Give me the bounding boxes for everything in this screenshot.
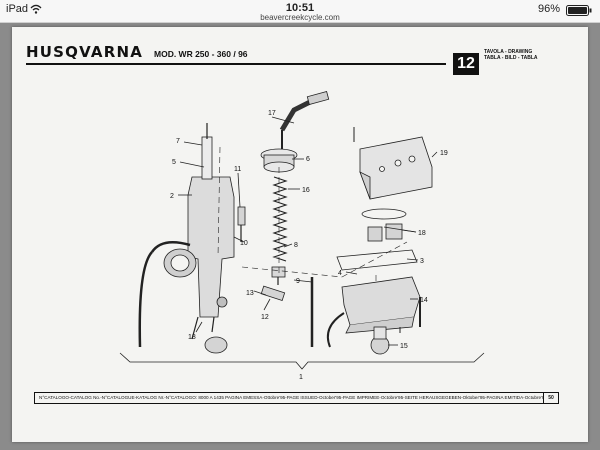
part-callout: 18 [188, 334, 196, 341]
status-bar: iPad 10:51 beavercreekcycle.com 96% [0, 0, 600, 23]
part-callout: 18 [418, 230, 426, 237]
part-callout: 13 [246, 290, 254, 297]
part-callout: 2 [170, 193, 174, 200]
battery-percentage: 96% [537, 3, 560, 15]
table-label-line: TAVOLA - DRAWING [484, 49, 533, 55]
brand-title: HUSQVARNA [26, 43, 144, 61]
catalog-page: HUSQVARNA MOD. WR 250 - 360 / 96 12 TAVO… [12, 27, 588, 442]
table-number-badge: 12 [453, 53, 479, 75]
part-callout: 8 [294, 242, 298, 249]
part-callout: 10 [240, 240, 248, 247]
part-callout: 19 [440, 150, 448, 157]
catalog-footer: N°CATALOGO-CATALOG No.-N°CATALOGUE-KATAL… [34, 392, 544, 404]
part-callout: 15 [400, 343, 408, 350]
table-labels: TAVOLA - DRAWING TABLA - BILD - TABLA [484, 49, 538, 61]
part-callout: 17 [268, 110, 276, 117]
part-callout: 16 [302, 187, 310, 194]
clock: 10:51 [285, 2, 315, 14]
part-callout: 14 [420, 297, 428, 304]
title-rule [26, 63, 446, 65]
model-title: MOD. WR 250 - 360 / 96 [154, 49, 248, 59]
part-callout: 7 [176, 138, 180, 145]
part-callout: 1 [299, 374, 303, 381]
part-callout: 4 [338, 270, 342, 277]
page-number: 50 [543, 392, 559, 404]
part-callout: 12 [261, 314, 269, 321]
battery-icon [566, 5, 592, 16]
address-bar[interactable]: beavercreekcycle.com [260, 13, 340, 22]
part-callout: 6 [306, 156, 310, 163]
part-callout: 9 [296, 278, 300, 285]
wifi-icon [30, 4, 42, 14]
exploded-parts-diagram: 17 7 5 2 6 11 16 8 9 10 13 12 18 19 18 3… [119, 91, 485, 381]
part-callout: 5 [172, 159, 176, 166]
device-name: iPad [6, 3, 29, 15]
table-label-line: TABLA - BILD - TABLA [484, 55, 538, 61]
part-callout: 11 [234, 166, 241, 173]
part-callout: 3 [420, 258, 424, 265]
